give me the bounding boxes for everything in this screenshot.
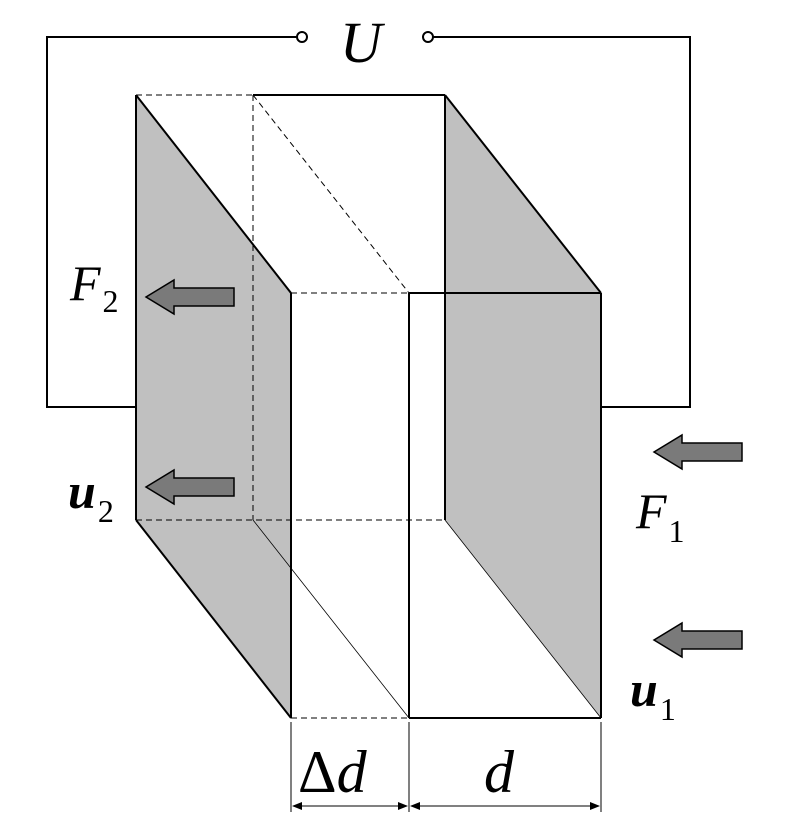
force-label-right: F1: [635, 483, 685, 549]
circuit-wire: [46, 36, 691, 408]
displacement-label-right: u1: [630, 661, 676, 727]
left-electrode-plate: [136, 95, 291, 718]
force-arrow-right-lower: [652, 621, 743, 659]
force-arrow-left-upper: [144, 278, 235, 316]
displacement-label-left: u2: [68, 463, 114, 529]
gap-label: Δd: [298, 739, 368, 805]
force-label-left: F2: [69, 255, 119, 319]
terminal-right: [422, 31, 434, 43]
voltage-label: U: [340, 10, 386, 75]
dimension-extension-lines: [290, 722, 602, 812]
right-electrode-plate: [445, 95, 601, 718]
force-arrow-left-lower: [144, 468, 235, 506]
terminal-left: [296, 31, 308, 43]
force-arrow-right-upper: [652, 433, 743, 471]
thin-edges: [252, 519, 602, 719]
thickness-label: d: [484, 739, 515, 805]
solid-edges: [135, 94, 602, 719]
